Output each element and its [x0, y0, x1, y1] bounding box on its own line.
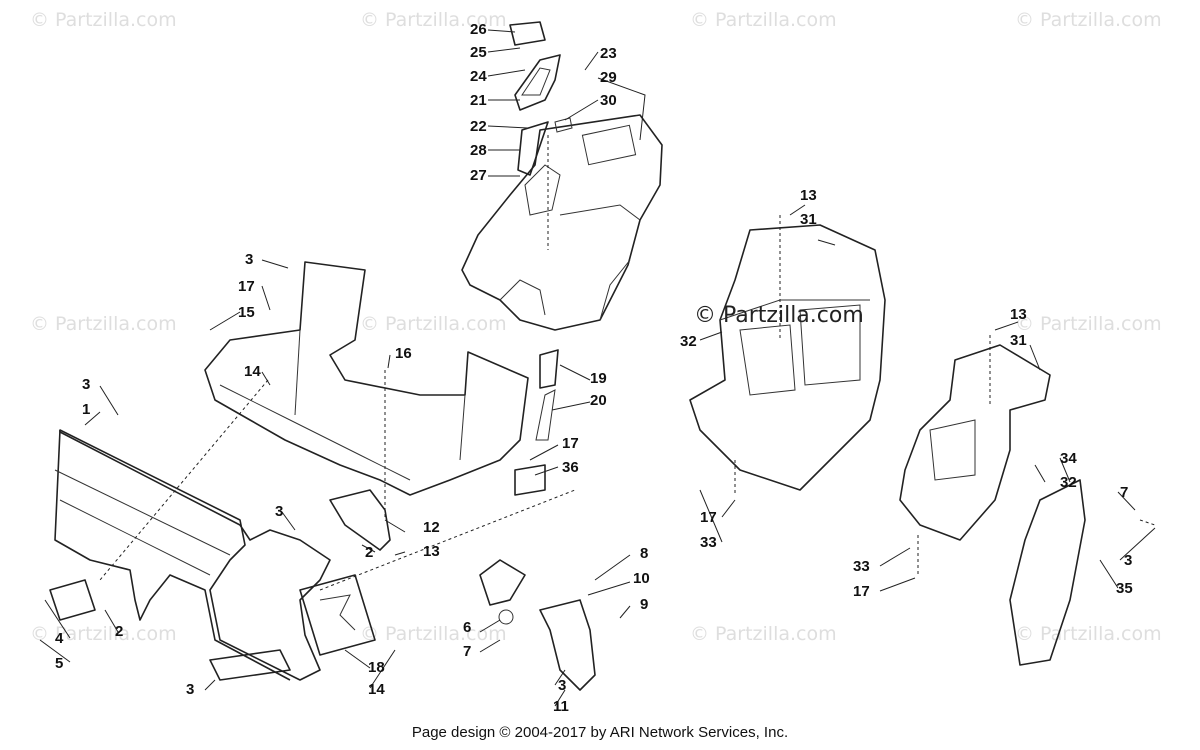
callout-13: 13: [1010, 306, 1027, 323]
storage-box-31: [689, 224, 886, 491]
watermark-text: © Partzilla.com: [1015, 313, 1162, 335]
callout-3: 3: [186, 681, 194, 698]
callout-26: 26: [470, 21, 487, 38]
callout-35: 35: [1116, 580, 1133, 597]
callout-33: 33: [700, 534, 717, 551]
callout-8: 8: [640, 545, 648, 562]
watermark-text: © Partzilla.com: [1015, 623, 1162, 645]
watermark-text: © Partzilla.com: [360, 623, 507, 645]
callout-32: 32: [680, 333, 697, 350]
callout-3: 3: [558, 677, 566, 694]
callout-1: 1: [82, 401, 90, 418]
callout-7: 7: [1120, 484, 1128, 501]
callout-31: 31: [1010, 332, 1027, 349]
side-panel-34: [1009, 479, 1086, 666]
callout-27: 27: [470, 167, 487, 184]
callout-9: 9: [640, 596, 648, 613]
callout-3: 3: [275, 503, 283, 520]
watermark-text: © Partzilla.com: [360, 313, 507, 335]
page-footer: Page design © 2004-2017 by ARI Network S…: [412, 724, 788, 741]
callout-23: 23: [600, 45, 617, 62]
console-assembly: [461, 21, 663, 441]
callout-28: 28: [470, 142, 487, 159]
callout-13: 13: [800, 187, 817, 204]
callout-14: 14: [368, 681, 385, 698]
callout-7: 7: [463, 643, 471, 660]
callout-24: 24: [470, 68, 487, 85]
callout-17: 17: [238, 278, 255, 295]
callout-17: 17: [853, 583, 870, 600]
callout-18: 18: [368, 659, 385, 676]
callout-4: 4: [55, 630, 64, 647]
watermark-text: © Partzilla.com: [690, 623, 837, 645]
callout-5: 5: [55, 655, 63, 672]
callout-34: 34: [1060, 450, 1077, 467]
callout-2: 2: [365, 544, 373, 561]
watermark-text: © Partzilla.com: [690, 9, 837, 31]
watermark-text: © Partzilla.com: [30, 313, 177, 335]
center-watermark: © Partzilla.com: [694, 303, 864, 328]
callout-11: 11: [553, 698, 569, 715]
callout-14: 14: [244, 363, 261, 380]
callout-17: 17: [700, 509, 717, 526]
callout-3: 3: [245, 251, 253, 268]
callout-17: 17: [562, 435, 579, 452]
callout-16: 16: [395, 345, 412, 362]
callout-22: 22: [470, 118, 487, 135]
callout-10: 10: [633, 570, 650, 587]
callout-3: 3: [82, 376, 90, 393]
watermarks: © Partzilla.com © Partzilla.com © Partzi…: [30, 9, 1162, 645]
callout-15: 15: [238, 304, 255, 321]
leader-lines: [39, 29, 1156, 707]
callout-36: 36: [562, 459, 579, 476]
watermark-text: © Partzilla.com: [30, 623, 177, 645]
callout-25: 25: [470, 44, 487, 61]
watermark-text: © Partzilla.com: [1015, 9, 1162, 31]
storage-box-31-right: [899, 344, 1051, 541]
left-side-panel: [49, 429, 391, 681]
small-brackets: [479, 464, 596, 691]
callout-2: 2: [115, 623, 123, 640]
assembly-lines: [99, 135, 1156, 591]
callout-labels: 26 25 24 21 22 28 27 23 29 30 13 31 13 3…: [55, 21, 1133, 715]
callout-21: 21: [470, 92, 487, 109]
callout-30: 30: [600, 92, 617, 109]
callout-31: 31: [800, 211, 817, 228]
callout-29: 29: [600, 69, 617, 86]
callout-12: 12: [423, 519, 440, 536]
callout-32: 32: [1060, 474, 1077, 491]
callout-6: 6: [463, 619, 471, 636]
callout-33: 33: [853, 558, 870, 575]
callout-20: 20: [590, 392, 607, 409]
watermark-text: © Partzilla.com: [30, 9, 177, 31]
callout-3: 3: [1124, 552, 1132, 569]
callout-13: 13: [423, 543, 440, 560]
callout-19: 19: [590, 370, 607, 387]
watermark-text: © Partzilla.com: [360, 9, 507, 31]
